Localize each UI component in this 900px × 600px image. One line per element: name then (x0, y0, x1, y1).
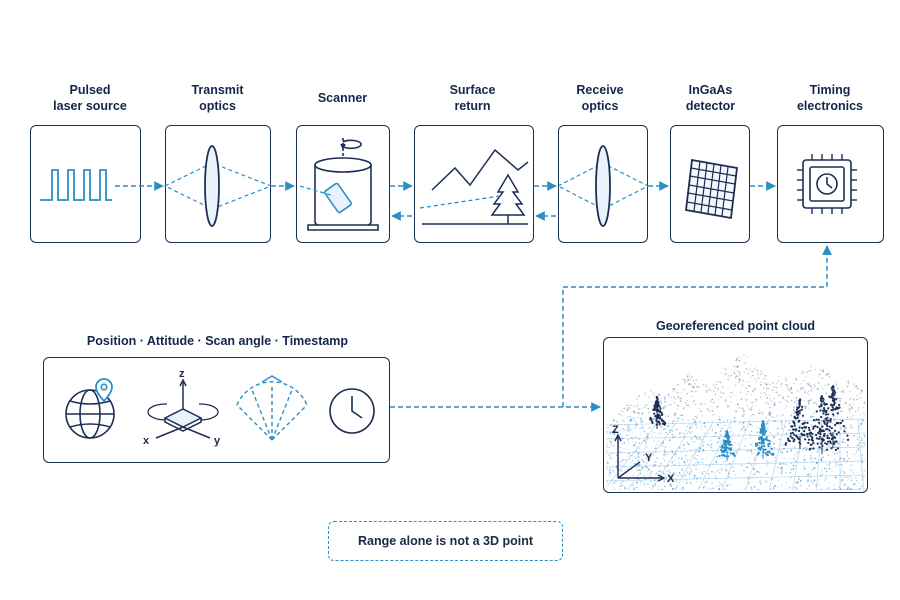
cloud-x-label: X (667, 473, 675, 485)
cloud-y-label: Y (645, 452, 653, 464)
attitude-y-label: y (214, 435, 221, 447)
point-cloud-scene (606, 354, 865, 490)
detector-array-icon (685, 158, 738, 220)
navigation-title: Position · Attitude · Scan angle · Times… (86, 334, 349, 348)
globe-pin-icon (65, 378, 115, 439)
timing-chip-icon (797, 154, 857, 214)
receive-lens-icon (556, 145, 650, 227)
scanner-icon (299, 138, 379, 231)
pulse-train-icon (40, 169, 112, 201)
point-cloud-axes (614, 433, 666, 482)
stage-label-scanner: Scanner (317, 91, 368, 105)
attitude-z-label: z (179, 368, 185, 380)
clock-icon (329, 388, 375, 434)
stage-label-laser: Pulsed laser source (53, 83, 127, 114)
attitude-axes-icon (147, 378, 219, 439)
stage-label-surface: Surface return (449, 83, 496, 114)
surface-scene-icon (419, 148, 529, 225)
scan-fan-icon (236, 375, 308, 441)
attitude-x-label: x (143, 435, 150, 447)
point-cloud-title: Georeferenced point cloud (655, 319, 816, 333)
cloud-z-label: Z (612, 424, 619, 436)
navigation-box (43, 357, 390, 463)
stage-label-detector: InGaAs detector (685, 83, 736, 114)
stage-label-receive: Receive optics (576, 83, 624, 114)
stage-label-transmit: Transmit optics (191, 83, 244, 114)
transmit-lens-icon (163, 145, 273, 227)
stage-label-timing: Timing electronics (796, 83, 863, 114)
timing-electronics-box (777, 125, 884, 243)
laser-source-box (30, 125, 141, 243)
data-flow-connectors (390, 245, 832, 412)
range-note: Range alone is not a 3D point (328, 521, 563, 561)
point-cloud-trees (649, 385, 850, 461)
